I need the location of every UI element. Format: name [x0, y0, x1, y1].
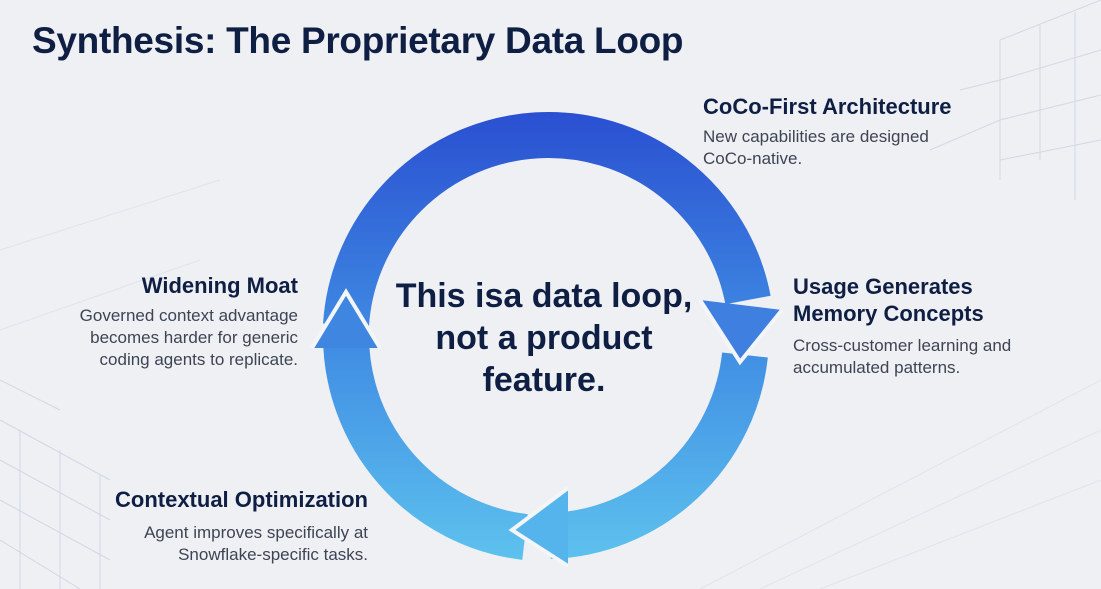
desc-line: CoCo-native.	[703, 149, 803, 168]
heading-line: Memory Concepts	[793, 301, 984, 326]
page-title: Synthesis: The Proprietary Data Loop	[32, 20, 684, 61]
node-description: New capabilities are designed CoCo-nativ…	[703, 126, 1033, 170]
arrow-up-icon	[312, 292, 380, 348]
node-coco-first-architecture: CoCo-First Architecture New capabilities…	[703, 93, 1033, 170]
center-line-3: feature.	[482, 361, 606, 399]
loop-arc-left	[322, 334, 529, 560]
desc-line: coding agents to replicate.	[99, 350, 298, 369]
node-description: Governed context advantage becomes harde…	[20, 305, 298, 371]
heading-line: Widening Moat	[141, 273, 298, 298]
node-description: Cross-customer learning and accumulated …	[793, 335, 1093, 379]
desc-line: Snowflake-specific tasks.	[178, 545, 368, 564]
desc-line: Governed context advantage	[79, 306, 298, 325]
node-usage-generates-memory: Usage Generates Memory Concepts Cross-cu…	[793, 273, 1093, 379]
node-heading: CoCo-First Architecture	[703, 93, 1033, 120]
node-heading: Contextual Optimization	[40, 486, 368, 513]
desc-line: becomes harder for generic	[90, 328, 298, 347]
arrow-left-icon	[512, 488, 568, 566]
node-widening-moat: Widening Moat Governed context advantage…	[20, 272, 298, 371]
node-heading: Usage Generates Memory Concepts	[793, 273, 1093, 327]
node-heading: Widening Moat	[20, 272, 298, 299]
heading-line: Contextual Optimization	[115, 487, 368, 512]
node-description: Agent improves specifically at Snowflake…	[40, 522, 368, 566]
center-statement: This isa data loop, not a product featur…	[385, 275, 703, 401]
loop-arc-bottom	[548, 352, 768, 559]
desc-line: Agent improves specifically at	[144, 523, 368, 542]
arrow-down-icon	[700, 300, 782, 362]
desc-line: New capabilities are designed	[703, 127, 929, 146]
heading-line: CoCo-First Architecture	[703, 94, 952, 119]
center-line-2: not a product	[435, 319, 653, 357]
node-contextual-optimization: Contextual Optimization Agent improves s…	[40, 486, 368, 566]
desc-line: accumulated patterns.	[793, 358, 961, 377]
desc-line: Cross-customer learning and	[793, 336, 1012, 355]
loop-arc-top	[323, 111, 771, 327]
heading-line: Usage Generates	[793, 274, 973, 299]
center-line-1: This isa data loop,	[395, 277, 693, 315]
